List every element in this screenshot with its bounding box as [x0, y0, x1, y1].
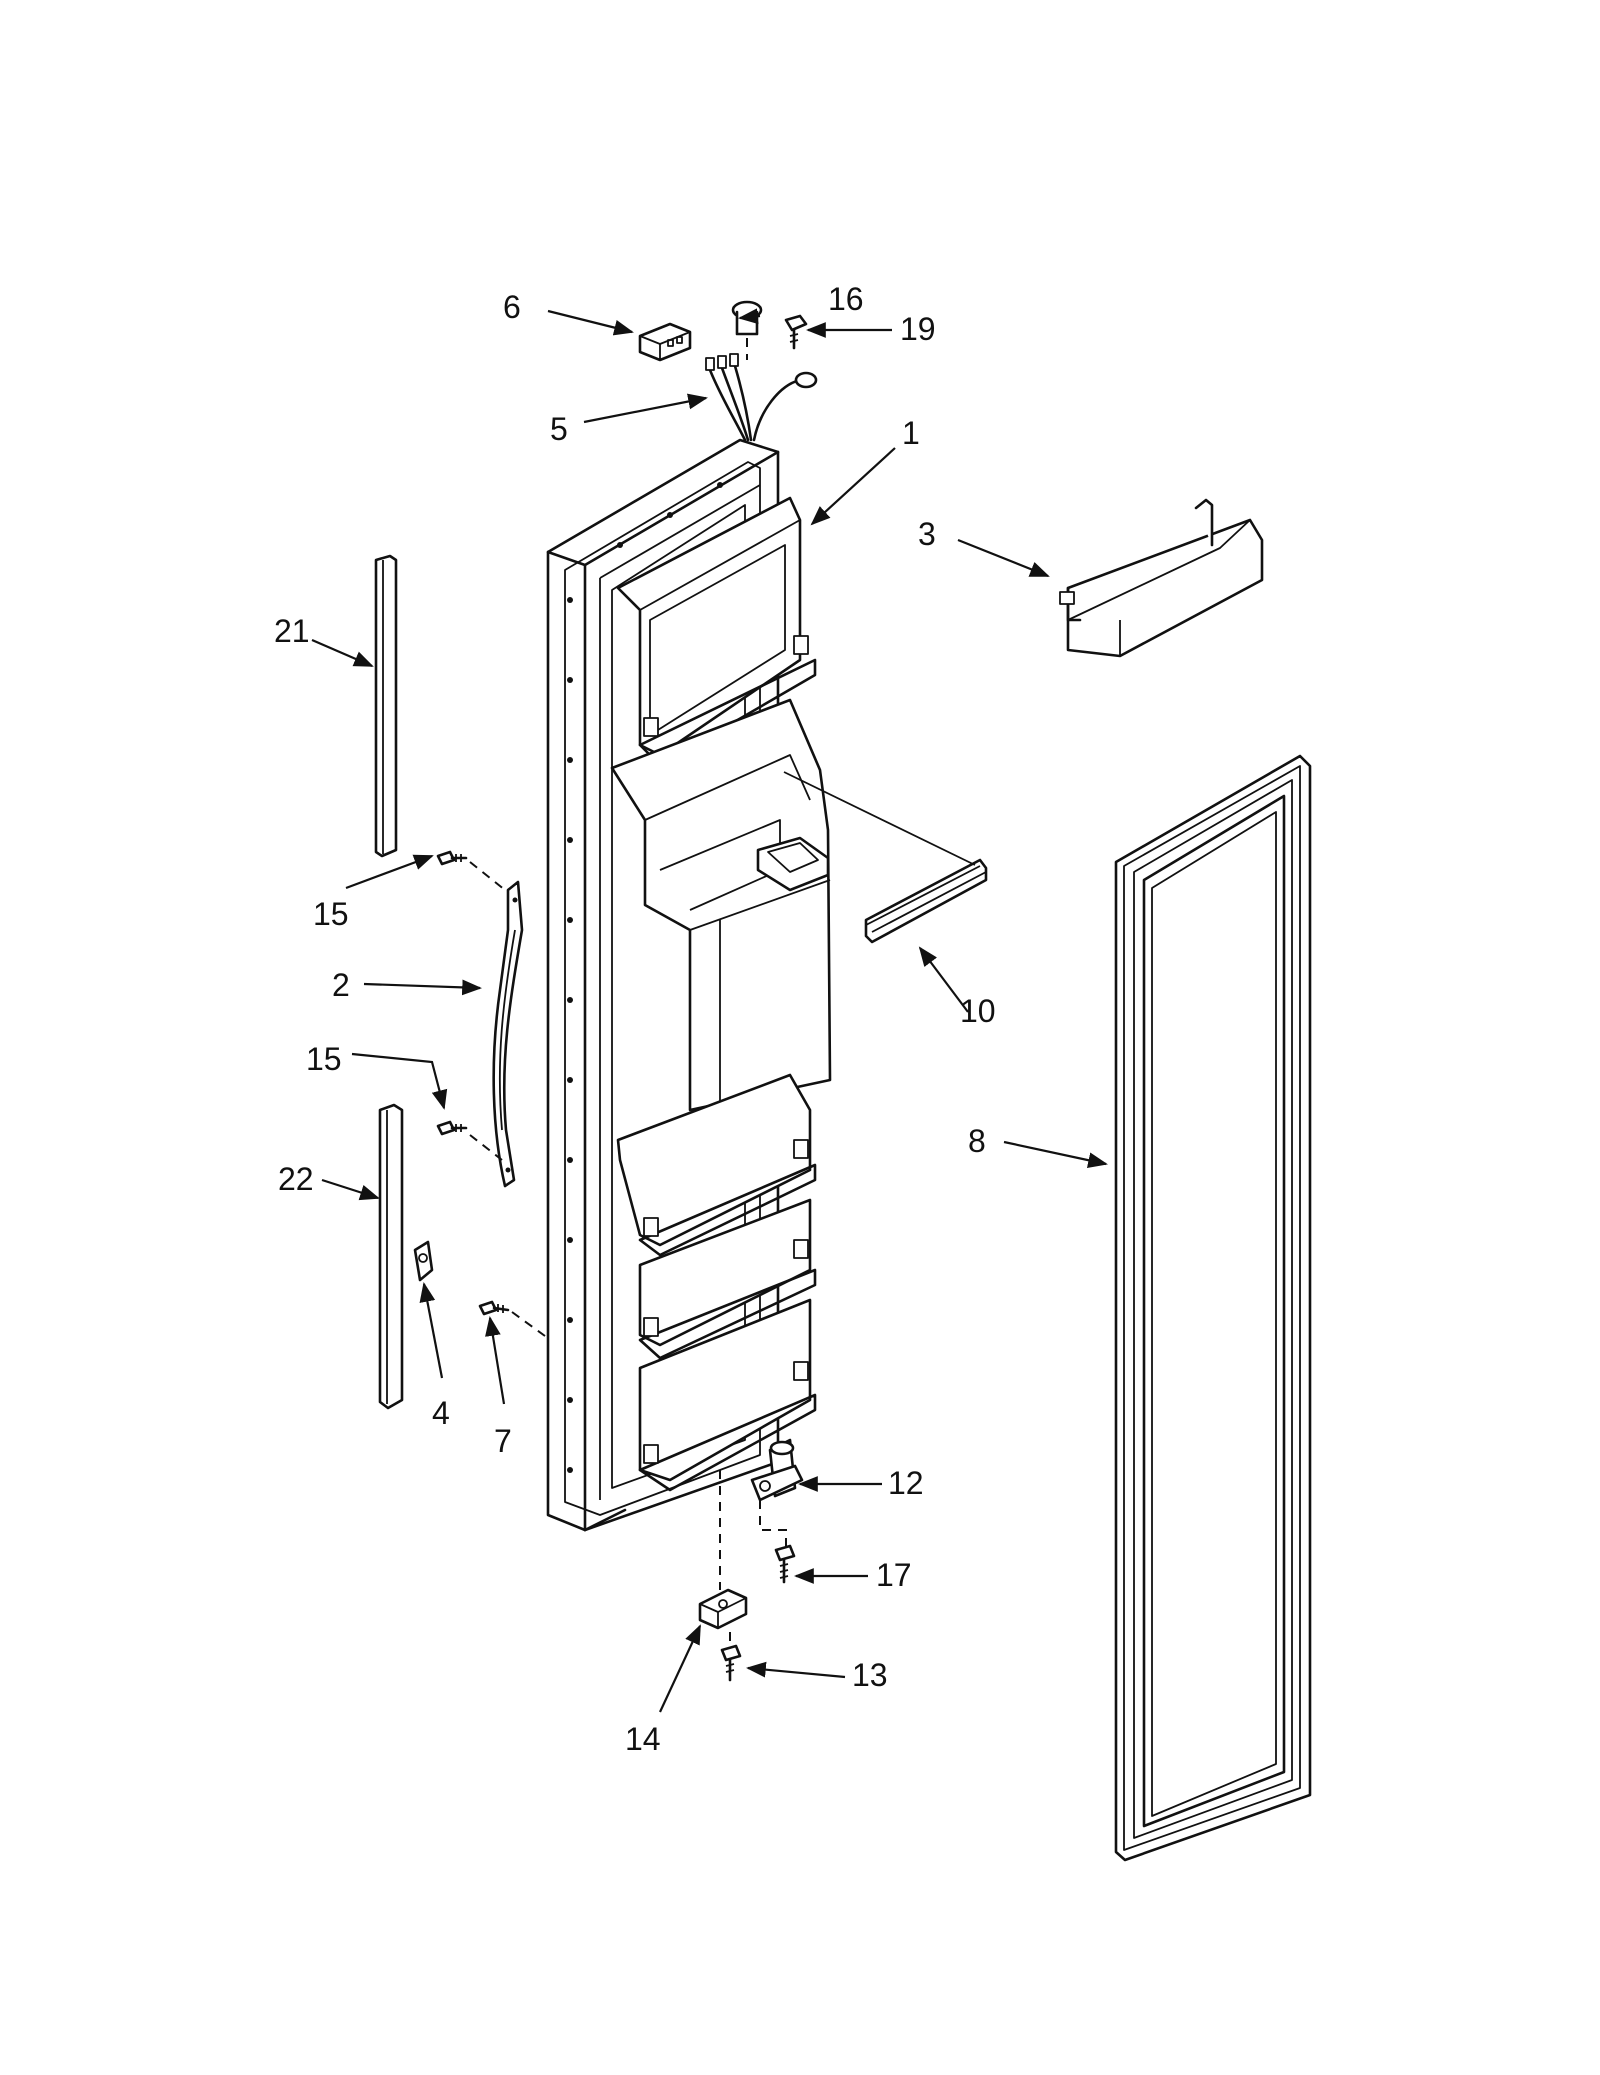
door-assembly-part — [546, 438, 832, 1532]
callout-seventeen: 17 — [876, 1557, 912, 1593]
callout-21: 21 — [274, 613, 310, 649]
leader-lines — [311, 308, 1108, 1713]
callout-3: 3 — [918, 516, 936, 552]
callout-14: 14 — [625, 1721, 661, 1757]
door-bin-part — [1059, 498, 1264, 658]
callout-1: 1 — [902, 415, 920, 451]
screw-7-part — [478, 1300, 546, 1337]
door-gasket-part — [1114, 754, 1312, 1862]
flange-holes — [567, 482, 723, 1473]
connector-part — [638, 322, 692, 362]
callout-5: 5 — [550, 411, 568, 447]
callout-13: 13 — [852, 1657, 888, 1693]
screw-13-part — [720, 1644, 742, 1682]
callout-6: 6 — [503, 289, 521, 325]
callout-4: 4 — [432, 1395, 450, 1431]
callout-2: 2 — [332, 967, 350, 1003]
callout-labels: 6 16 19 5 1 3 21 15 2 10 15 8 22 4 3 7 7… — [274, 281, 996, 1757]
callout-22: 22 — [278, 1161, 314, 1197]
callout-10: 10 — [960, 993, 996, 1029]
hinge-bracket-part — [698, 1470, 748, 1648]
light-socket-part — [731, 300, 763, 360]
wiring-harness-part — [705, 353, 818, 442]
callout-15-upper: 15 — [313, 896, 349, 932]
screw-15-upper-part — [436, 850, 506, 891]
clip-part — [413, 1240, 434, 1282]
hinge-pin-part — [750, 1438, 804, 1548]
callout-15-lower: 15 — [306, 1041, 342, 1077]
trim-strip-part — [783, 771, 988, 944]
callout-19: 19 — [900, 311, 936, 347]
trim-strip-22-part — [378, 1103, 404, 1410]
screw-19-part — [784, 314, 808, 350]
callout-8: 8 — [968, 1123, 986, 1159]
door-handle-part — [492, 880, 524, 1188]
screw-17-part — [774, 1544, 796, 1584]
screw-15-lower-part — [436, 1120, 503, 1161]
callout-16: 16 — [828, 281, 864, 317]
callout-12: 12 — [888, 1465, 924, 1501]
callout-seven: 7 — [494, 1423, 512, 1459]
trim-strip-21-part — [374, 554, 398, 858]
